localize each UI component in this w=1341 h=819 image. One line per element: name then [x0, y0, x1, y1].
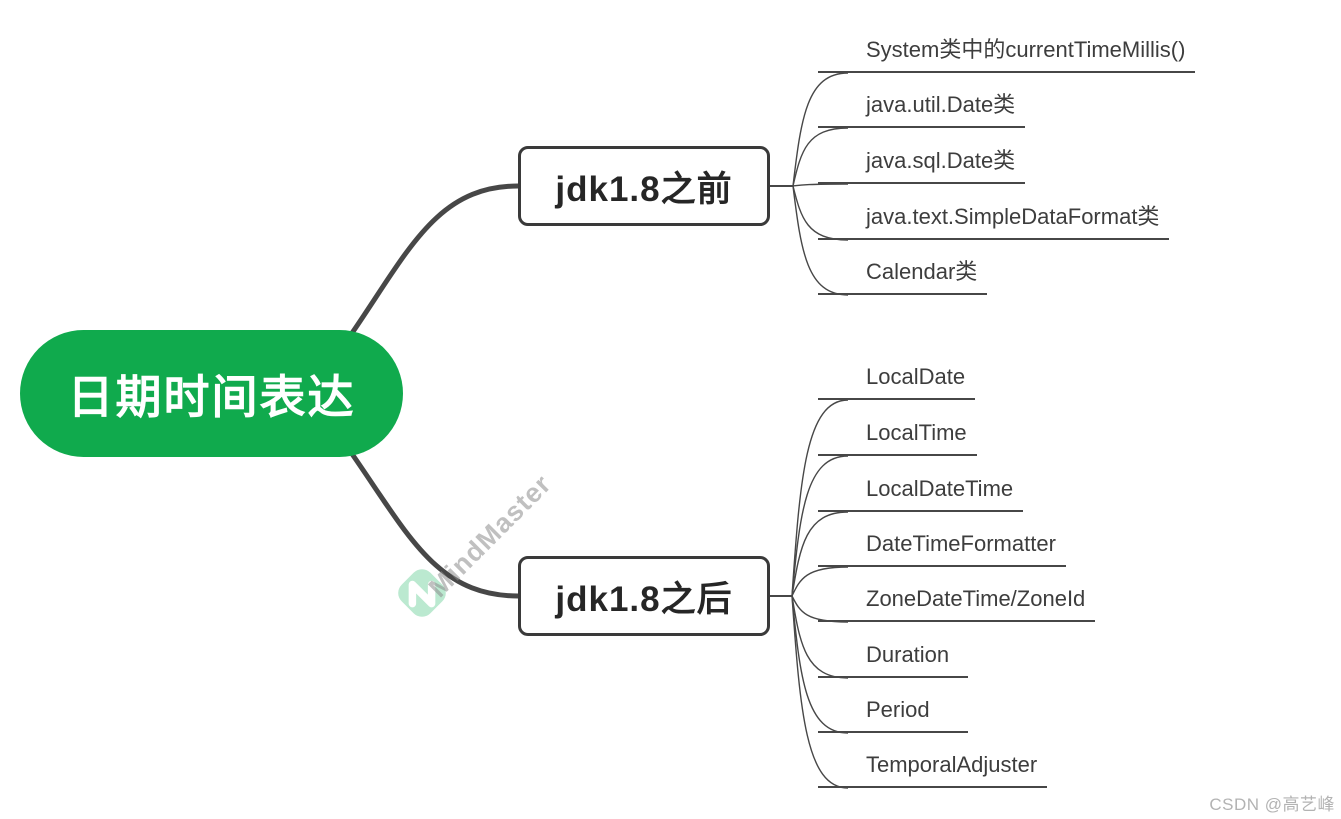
leaf-node[interactable]: java.sql.Date类: [818, 146, 1026, 184]
root-node-label: 日期时间表达: [67, 370, 356, 423]
leaf-node[interactable]: java.util.Date类: [818, 90, 1026, 128]
leaf-node[interactable]: LocalDate: [818, 362, 976, 400]
root-node[interactable]: 日期时间表达: [20, 330, 403, 457]
branch-node-jdk-before[interactable]: jdk1.8之前: [518, 146, 770, 226]
leaf-node[interactable]: Duration: [818, 640, 968, 678]
branch-node-jdk-after[interactable]: jdk1.8之后: [518, 556, 770, 636]
leaf-node[interactable]: LocalDateTime: [818, 474, 1024, 512]
leaf-node[interactable]: ZoneDateTime/ZoneId: [818, 584, 1096, 622]
leaf-node[interactable]: DateTimeFormatter: [818, 529, 1066, 567]
root-branch-curve-bottom: [347, 448, 521, 599]
csdn-credit: CSDN @高艺峰: [1209, 795, 1335, 814]
leaf-node[interactable]: Period: [818, 695, 968, 733]
branch-node-label: jdk1.8之后: [555, 579, 733, 619]
leaf-node[interactable]: Calendar类: [818, 257, 988, 295]
leaf-node[interactable]: java.text.SimpleDataFormat类: [818, 202, 1170, 240]
branch-node-label: jdk1.8之前: [555, 169, 733, 209]
root-branch-curve-top: [347, 183, 521, 339]
leaf-node[interactable]: LocalTime: [818, 418, 977, 456]
leaf-node[interactable]: System类中的currentTimeMillis(): [818, 35, 1196, 73]
leaf-node[interactable]: TemporalAdjuster: [818, 750, 1048, 788]
